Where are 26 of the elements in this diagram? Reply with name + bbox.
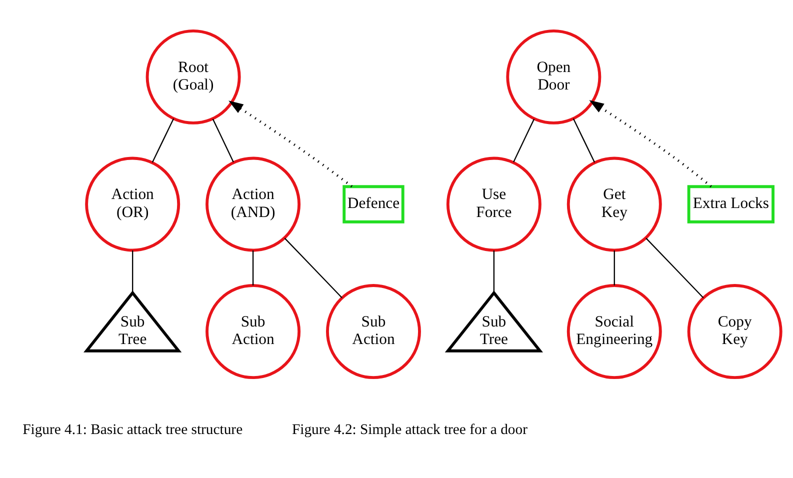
node-circle: Open Door bbox=[506, 28, 602, 124]
node-circle: Use Force bbox=[446, 156, 542, 252]
arrow bbox=[589, 100, 712, 187]
node-circle: Action (AND) bbox=[206, 156, 301, 252]
label: Figure 4.2: Simple attack tree for a door bbox=[292, 421, 528, 438]
connector bbox=[646, 237, 704, 298]
label: Figure 4.1: Basic attack tree structure bbox=[22, 421, 243, 438]
node-circle: Sub Action bbox=[206, 284, 301, 379]
node-circle: Get Key bbox=[566, 156, 662, 252]
connector bbox=[614, 250, 615, 285]
connector bbox=[493, 250, 495, 292]
connector bbox=[284, 237, 342, 298]
connector bbox=[513, 118, 535, 162]
node-box: Extra Locks bbox=[687, 184, 774, 223]
node-circle: Social Engineering bbox=[566, 284, 662, 379]
connector bbox=[252, 250, 254, 285]
node-circle: Sub Action bbox=[326, 284, 421, 379]
connector bbox=[212, 118, 234, 162]
connector bbox=[572, 118, 596, 162]
node-circle: Copy Key bbox=[687, 284, 782, 379]
connector bbox=[152, 118, 174, 162]
node-circle: Action (OR) bbox=[85, 156, 180, 252]
arrow bbox=[228, 100, 353, 187]
node-box: Defence bbox=[342, 184, 404, 223]
connector bbox=[132, 250, 134, 292]
node-circle: Root (Goal) bbox=[146, 28, 241, 124]
